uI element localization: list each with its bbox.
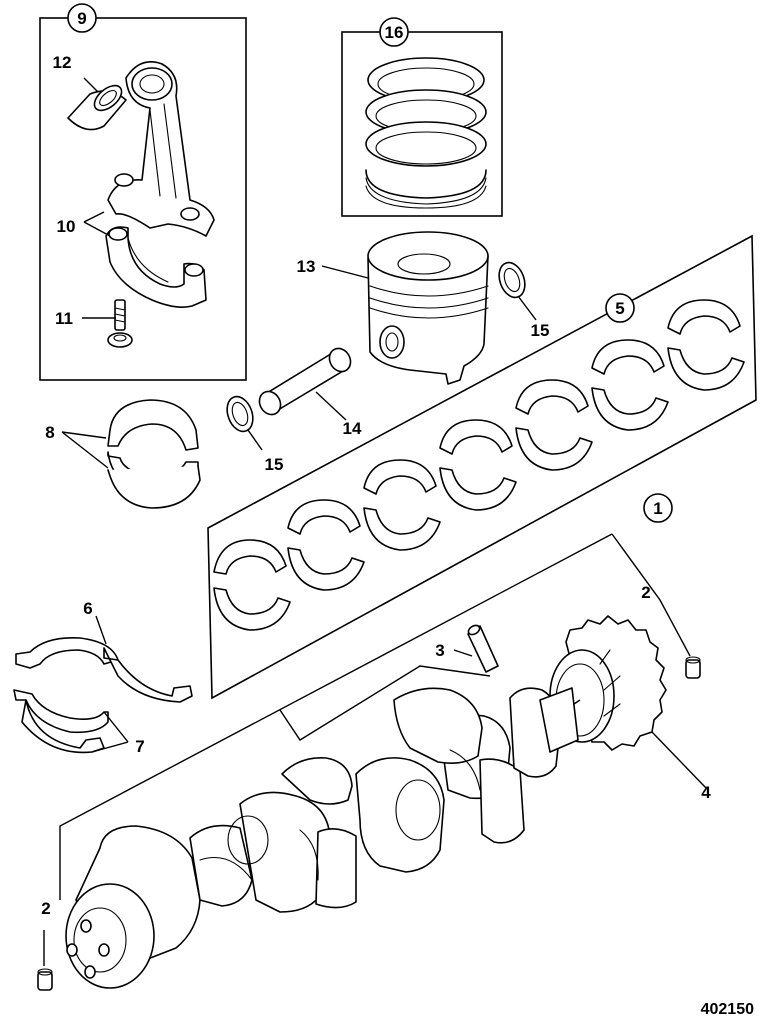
- callout-12: 12: [53, 53, 72, 72]
- circlip-left[interactable]: [223, 393, 258, 435]
- main-bearing-shell-3[interactable]: [363, 459, 441, 551]
- figure-number: 402150: [701, 1001, 754, 1018]
- callout-7: 7: [135, 737, 144, 756]
- leader-8: [61, 431, 109, 469]
- conrod-kit-group: [39, 17, 247, 381]
- callout-circle-9: [67, 3, 97, 33]
- leader-7: [91, 711, 129, 753]
- leader-2-right: [611, 533, 691, 657]
- connecting-rod-bolt[interactable]: [107, 299, 133, 348]
- callout-6: 6: [83, 599, 92, 618]
- thrust-washer-lower[interactable]: [13, 689, 109, 754]
- leader-15-right: [517, 295, 537, 321]
- main-bearing-shell-4[interactable]: [439, 419, 517, 511]
- callout-16: 16: [385, 23, 404, 42]
- crankshaft-kit-frame-line: [59, 533, 613, 900]
- callout-1: 1: [653, 499, 662, 518]
- thrust-washer-upper[interactable]: [15, 636, 193, 703]
- plug-left[interactable]: [37, 968, 53, 991]
- leader-3-lines: [279, 665, 491, 741]
- leader-12: [83, 77, 99, 93]
- connecting-rod-cap[interactable]: [105, 226, 207, 308]
- callout-circle-5: [605, 293, 635, 323]
- leader-10: [83, 211, 111, 237]
- piston[interactable]: [367, 231, 489, 385]
- callout-labels: 9 12 10 11 16 13 15 14 15 8 5 1 3 2 6 7 …: [41, 3, 754, 1018]
- callout-3: 3: [435, 641, 444, 660]
- callout-4: 4: [701, 783, 711, 802]
- leader-13: [321, 265, 369, 279]
- callout-15-right: 15: [531, 321, 550, 340]
- main-bearing-shell-2[interactable]: [287, 499, 365, 591]
- callout-13: 13: [297, 257, 316, 276]
- piston-ring-group: [341, 31, 503, 217]
- piston-rings[interactable]: [365, 57, 487, 209]
- callout-9: 9: [77, 9, 86, 28]
- main-bearing-shells[interactable]: [213, 299, 745, 631]
- conrod-bearing-shells[interactable]: [107, 399, 201, 509]
- dowel-pin[interactable]: [467, 624, 499, 673]
- gudgeon-pin[interactable]: [255, 345, 354, 419]
- leader-14: [315, 391, 347, 421]
- callout-8: 8: [45, 423, 54, 442]
- callout-15-left: 15: [265, 455, 284, 474]
- callout-11: 11: [55, 309, 73, 328]
- callout-14: 14: [343, 419, 362, 438]
- main-bearing-shell-6[interactable]: [591, 339, 669, 431]
- callout-10: 10: [57, 217, 76, 236]
- leader-6: [95, 615, 107, 645]
- connecting-rod[interactable]: [107, 61, 215, 237]
- leader-3: [453, 649, 473, 657]
- callout-5: 5: [615, 299, 624, 318]
- plug-right[interactable]: [685, 656, 701, 679]
- main-bearing-shell-7[interactable]: [667, 299, 745, 391]
- callout-2-left: 2: [41, 899, 50, 918]
- leader-4: [651, 731, 707, 789]
- callout-2-right: 2: [641, 583, 650, 602]
- main-bearing-shell-1[interactable]: [213, 539, 291, 631]
- leader-15-left: [247, 429, 263, 451]
- callout-circle-16: [379, 17, 409, 47]
- callout-circle-1: [643, 493, 673, 523]
- crankshaft[interactable]: [65, 687, 579, 989]
- circlip-right[interactable]: [495, 259, 530, 301]
- main-bearing-shell-5[interactable]: [515, 379, 593, 471]
